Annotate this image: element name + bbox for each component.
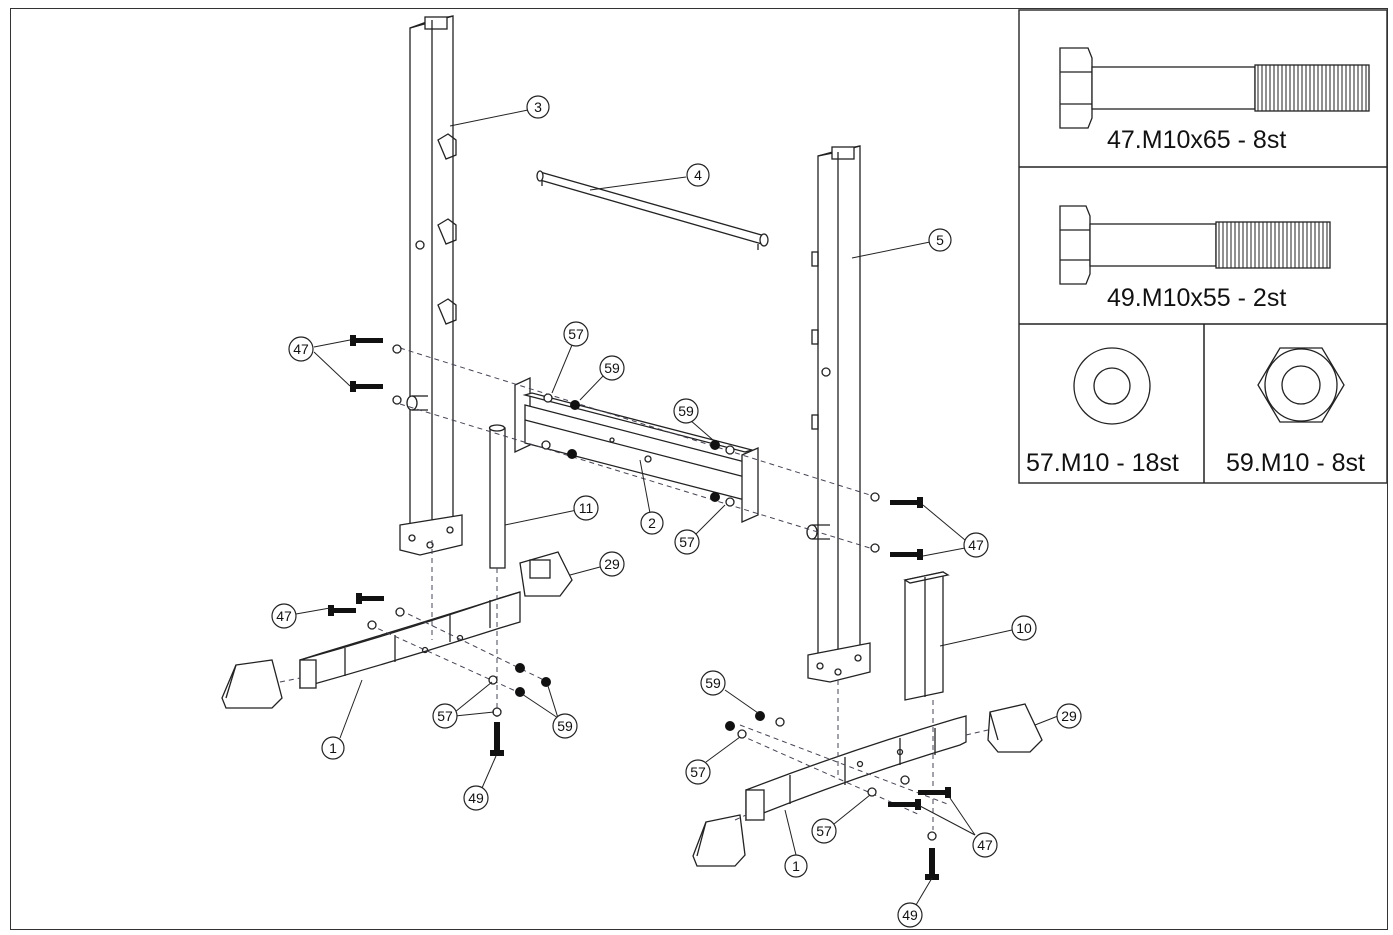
part-10-sleeve bbox=[903, 571, 950, 701]
right-front-cap bbox=[692, 814, 746, 867]
callout-1: 1 bbox=[321, 736, 345, 760]
callout-1: 1 bbox=[784, 854, 808, 878]
callout-5: 5 bbox=[928, 228, 952, 252]
svg-text:47: 47 bbox=[293, 341, 309, 357]
callout-10: 10 bbox=[1011, 615, 1037, 641]
washer-icon bbox=[1073, 347, 1151, 425]
callout-3: 3 bbox=[526, 95, 550, 119]
callout-59: 59 bbox=[700, 670, 726, 696]
callout-59: 59 bbox=[599, 355, 625, 381]
svg-text:57: 57 bbox=[437, 708, 453, 724]
svg-text:47: 47 bbox=[968, 537, 984, 553]
callout-57: 57 bbox=[674, 529, 700, 555]
legend-49-label: 49.M10x55 - 2st bbox=[1107, 284, 1286, 312]
svg-text:49: 49 bbox=[902, 907, 918, 923]
leader-lines bbox=[295, 109, 1059, 906]
part-29-left-cap bbox=[519, 551, 573, 597]
svg-text:4: 4 bbox=[694, 167, 702, 183]
callout-4: 4 bbox=[686, 163, 710, 187]
part-29-right-cap bbox=[987, 703, 1043, 753]
svg-text:49: 49 bbox=[468, 790, 484, 806]
svg-text:5: 5 bbox=[936, 232, 944, 248]
callout-47: 47 bbox=[288, 336, 314, 362]
callout-29: 29 bbox=[1056, 703, 1082, 729]
part-4-rod bbox=[536, 170, 769, 250]
legend-47-label: 47.M10x65 - 8st bbox=[1107, 126, 1286, 154]
callout-57: 57 bbox=[811, 818, 837, 844]
hardware-legend: 47.M10x65 - 8st 49.M10x55 - 2st 57.M10 -… bbox=[1018, 9, 1388, 484]
svg-text:59: 59 bbox=[678, 403, 694, 419]
callout-57: 57 bbox=[685, 759, 711, 785]
bolt-m10x65-icon bbox=[1059, 47, 1370, 129]
svg-text:47: 47 bbox=[977, 837, 993, 853]
part-3-left-upright bbox=[399, 15, 463, 556]
legend-57-label: 57.M10 - 18st bbox=[1026, 449, 1179, 477]
callout-59: 59 bbox=[673, 398, 699, 424]
svg-text:11: 11 bbox=[579, 500, 594, 516]
svg-text:57: 57 bbox=[568, 326, 584, 342]
svg-text:57: 57 bbox=[690, 764, 706, 780]
callout-59: 59 bbox=[552, 713, 578, 739]
part-11-post bbox=[488, 424, 506, 569]
callout-49: 49 bbox=[897, 902, 923, 928]
svg-text:59: 59 bbox=[557, 718, 573, 734]
svg-text:3: 3 bbox=[534, 99, 542, 115]
hex-nut-icon bbox=[1257, 347, 1345, 423]
callout-2: 2 bbox=[640, 511, 664, 535]
callout-57: 57 bbox=[563, 321, 589, 347]
callout-47: 47 bbox=[963, 532, 989, 558]
svg-text:59: 59 bbox=[604, 360, 620, 376]
svg-text:59: 59 bbox=[705, 675, 721, 691]
legend-59-label: 59.M10 - 8st bbox=[1226, 449, 1365, 477]
svg-text:10: 10 bbox=[1016, 620, 1032, 636]
part-2-cross-beam bbox=[514, 376, 759, 523]
svg-text:2: 2 bbox=[648, 515, 656, 531]
callout-57: 57 bbox=[432, 703, 458, 729]
svg-text:57: 57 bbox=[679, 534, 695, 550]
svg-text:57: 57 bbox=[816, 823, 832, 839]
callout-49: 49 bbox=[463, 785, 489, 811]
part-1-right-base bbox=[745, 715, 967, 821]
bolt-m10x55-icon bbox=[1059, 205, 1331, 285]
svg-text:1: 1 bbox=[792, 858, 800, 874]
callout-11: 11 bbox=[573, 495, 599, 521]
part-5-right-upright bbox=[806, 145, 871, 683]
svg-text:47: 47 bbox=[276, 608, 292, 624]
callout-47: 47 bbox=[271, 603, 297, 629]
assembly-lines bbox=[279, 347, 989, 830]
svg-text:1: 1 bbox=[329, 740, 337, 756]
callout-47: 47 bbox=[972, 832, 998, 858]
svg-text:29: 29 bbox=[1061, 708, 1077, 724]
left-front-cap bbox=[221, 659, 283, 709]
callout-29: 29 bbox=[599, 551, 625, 577]
svg-text:29: 29 bbox=[604, 556, 620, 572]
